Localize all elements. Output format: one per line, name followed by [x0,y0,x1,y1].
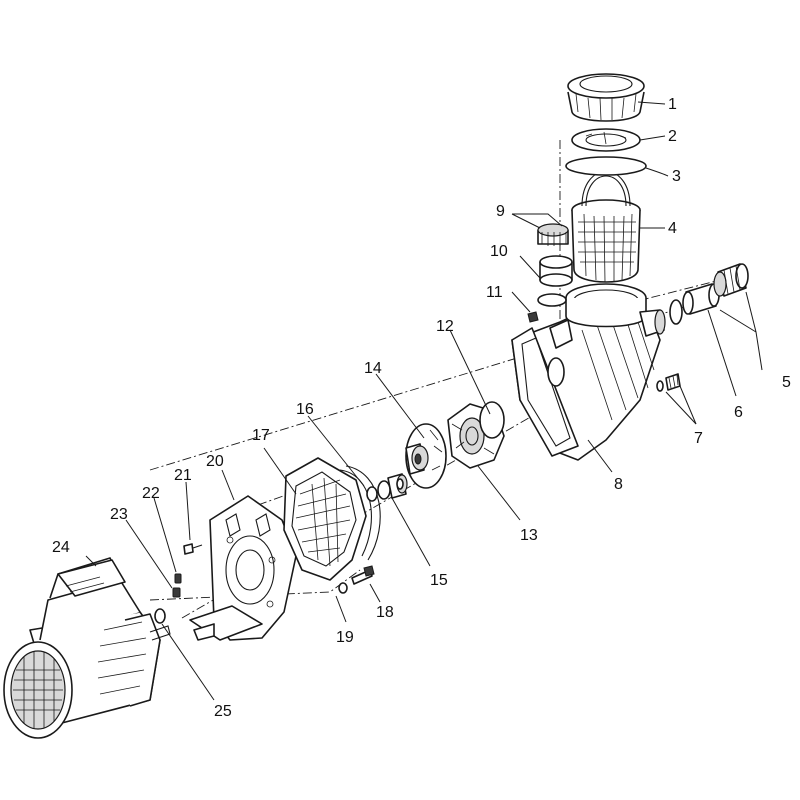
impeller [405,423,447,489]
leader-lines [85,101,763,701]
callout-22: 22 [142,485,160,502]
callout-13: 13 [520,527,538,544]
callout-6: 6 [734,404,743,421]
callout-9: 9 [496,203,505,220]
callout-labels: 1 2 3 4 5 6 7 8 9 10 11 12 13 14 15 16 1… [52,96,791,720]
motor-bracket [189,495,297,641]
lid-o-ring [565,156,647,176]
callout-18: 18 [376,604,394,621]
mechanical-seal [366,473,408,502]
outlet-o-ring [669,299,683,325]
callout-21: 21 [174,467,192,484]
callout-12: 12 [436,318,454,335]
callout-1: 1 [668,96,677,113]
union-outlet [669,263,749,325]
o-ring [154,608,166,624]
callout-17: 17 [252,427,270,444]
bolts [172,543,203,598]
seal-plate [283,457,367,581]
callout-8: 8 [614,476,623,493]
housing-bolt [351,565,375,585]
callout-15: 15 [430,572,448,589]
callout-7: 7 [694,430,703,447]
strainer-lid [571,128,641,152]
lid-ring [567,73,645,122]
strainer-basket [571,170,641,283]
callout-23: 23 [110,506,128,523]
callout-10: 10 [490,243,508,260]
callout-3: 3 [672,168,681,185]
motor [3,557,171,739]
drain-plug-set [656,373,681,392]
callout-16: 16 [296,401,314,418]
union-inlet [537,223,573,287]
union-o-ring [537,293,567,307]
callout-5: 5 [782,374,791,391]
callout-11: 11 [486,284,503,301]
callout-25: 25 [214,703,232,720]
callout-2: 2 [668,128,677,145]
callout-14: 14 [364,360,382,377]
callout-24: 24 [52,539,70,556]
callout-4: 4 [668,220,677,237]
pump-housing [511,283,666,461]
callout-20: 20 [206,453,224,470]
drain-plug [527,311,539,323]
washer [338,582,348,594]
diffuser-o-ring [479,401,505,439]
callout-19: 19 [336,629,354,646]
